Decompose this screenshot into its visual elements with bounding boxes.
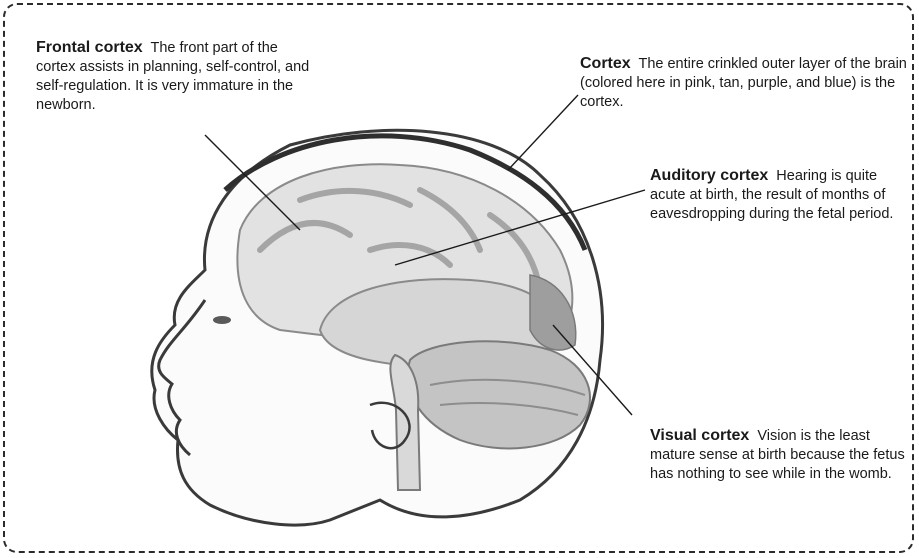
callout-frontal-cortex: Frontal cortex The front part of the cor…: [36, 38, 311, 115]
callout-term: Visual cortex: [650, 427, 749, 444]
callout-term: Cortex: [580, 55, 631, 72]
callout-term: Auditory cortex: [650, 167, 768, 184]
eye: [213, 316, 231, 324]
callout-auditory-cortex: Auditory cortex Hearing is quite acute a…: [650, 166, 905, 224]
leader-line-cortex: [508, 95, 578, 170]
callout-term: Frontal cortex: [36, 39, 143, 56]
callout-cortex: Cortex The entire crinkled outer layer o…: [580, 54, 910, 112]
callout-visual-cortex: Visual cortex Vision is the least mature…: [650, 426, 905, 484]
